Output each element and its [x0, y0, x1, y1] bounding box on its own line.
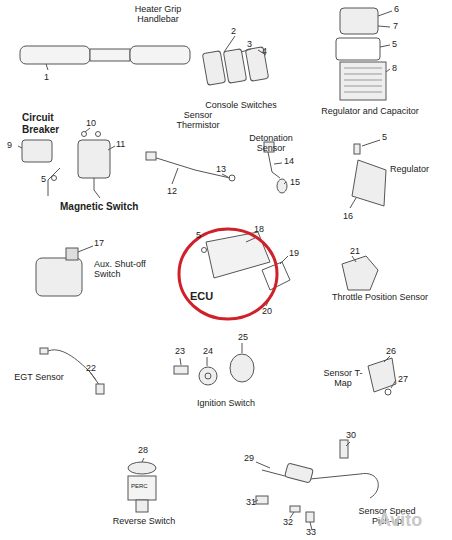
part-name: Magnetic Switch: [60, 201, 170, 213]
callout-number: 5: [196, 230, 201, 240]
callout-number: 15: [290, 177, 300, 187]
callout-number: 17: [94, 238, 104, 248]
callout-number: 30: [346, 430, 356, 440]
callout-number: 12: [167, 186, 177, 196]
part-name: Circuit Breaker: [22, 112, 82, 135]
callout-number: 29: [244, 453, 254, 463]
callout-number: 14: [284, 156, 294, 166]
callout-number: 22: [86, 363, 96, 373]
callout-number: 6: [394, 4, 399, 14]
part-name: Sensor Thermistor: [168, 110, 228, 131]
callout-number: 8: [392, 63, 397, 73]
part-name: Ignition Switch: [186, 398, 266, 408]
callout-number: 7: [393, 21, 398, 31]
callout-number: 27: [398, 374, 408, 384]
part-name: Detonation Sensor: [236, 133, 306, 154]
callout-number: 13: [216, 164, 226, 174]
part-name: Sensor T-Map: [318, 368, 368, 389]
callout-number: 5: [382, 132, 387, 142]
part-name: EGT Sensor: [14, 372, 64, 382]
callout-number: 2: [231, 26, 236, 36]
callout-number: 32: [283, 517, 293, 527]
callout-number: 18: [254, 224, 264, 234]
callout-number: 20: [262, 306, 272, 316]
part-name: Aux. Shut-off Switch: [94, 259, 154, 280]
callout-number: 9: [7, 140, 12, 150]
callout-number: 21: [350, 246, 360, 256]
part-name: Regulator: [390, 164, 450, 174]
part-name: Heater Grip Handlebar: [118, 4, 198, 25]
part-name: ECU: [190, 290, 213, 303]
part-name: Throttle Position Sensor: [330, 292, 430, 302]
callout-number: 31: [246, 497, 256, 507]
part-name: Regulator and Capacitor: [300, 106, 440, 116]
callout-number: 28: [138, 445, 148, 455]
watermark: Avito: [378, 510, 422, 531]
part-name: Console Switches: [196, 100, 286, 110]
callout-number: 23: [175, 346, 185, 356]
callout-number: 5: [41, 174, 46, 184]
callout-number: 24: [203, 346, 213, 356]
callout-number: 25: [238, 332, 248, 342]
callout-number: 10: [86, 118, 96, 128]
part-name: PERC: [131, 483, 148, 490]
callout-number: 4: [262, 46, 267, 56]
callout-number: 33: [306, 527, 316, 537]
callout-number: 16: [343, 211, 353, 221]
part-name: Reverse Switch: [104, 516, 184, 526]
callout-number: 3: [247, 39, 252, 49]
callout-number: 26: [386, 346, 396, 356]
callout-number: 5: [392, 39, 397, 49]
callout-number: 1: [44, 72, 49, 82]
callout-number: 11: [116, 139, 125, 149]
callout-number: 19: [289, 248, 299, 258]
